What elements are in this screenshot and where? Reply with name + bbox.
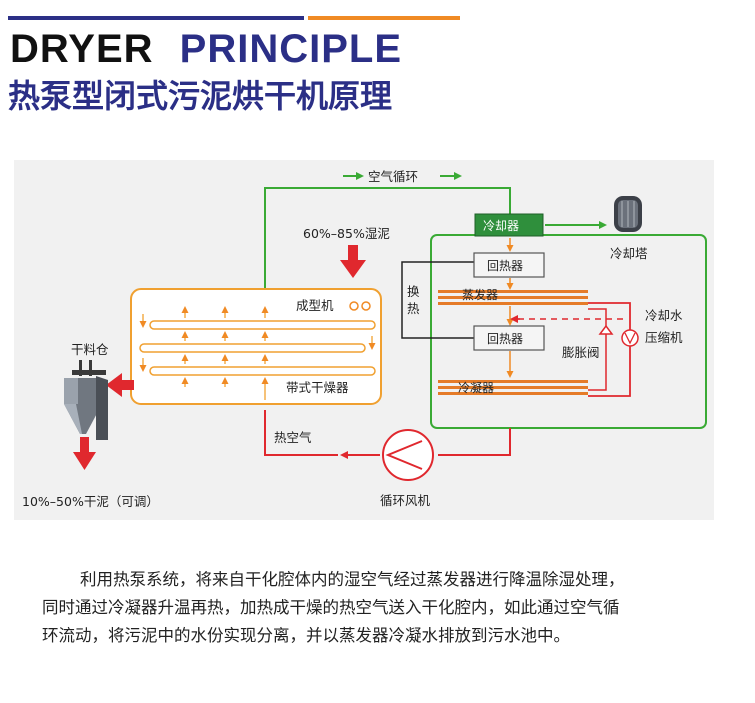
cooling-tower-label: 冷却塔 xyxy=(610,246,648,261)
evaporator-label: 蒸发器 xyxy=(462,287,498,302)
cooler-label: 冷却器 xyxy=(483,219,519,233)
hot-air-label: 热空气 xyxy=(274,430,312,445)
title-chinese: 热泵型闭式污泥烘干机原理 xyxy=(8,77,393,115)
circulation-fan-label: 循环风机 xyxy=(380,493,431,508)
expansion-valve-label: 膨胀阀 xyxy=(562,345,600,360)
description-line-1: 利用热泵系统，将来自干化腔体内的湿空气经过蒸发器进行降温除湿处理， xyxy=(80,570,625,589)
cooler-box xyxy=(474,213,544,237)
air-cycle-label: 空气循环 xyxy=(368,169,418,184)
compressor-label: 压缩机 xyxy=(645,330,683,345)
dry-sludge-label: 10%–50%干泥（可调） xyxy=(22,494,159,509)
description-line-2: 同时通过冷凝器升温再热，加热成干燥的热空气送入干化腔内，如此通过空气循 xyxy=(42,598,620,617)
air-cycle-loop-line xyxy=(264,187,511,292)
cooling-water-label: 冷却水 xyxy=(645,308,683,323)
refrigerant-inner-line xyxy=(588,308,607,391)
title-word-dryer: DRYER xyxy=(10,27,154,71)
heat-exchange-char-1: 换 xyxy=(407,284,420,299)
hot-air-loop-line xyxy=(438,428,511,456)
wet-sludge-arrow xyxy=(340,245,366,278)
dry-sludge-arrow xyxy=(73,437,96,470)
belt-dryer-label: 带式干燥器 xyxy=(286,380,349,395)
evaporator-coil xyxy=(438,290,588,305)
compressor-icon xyxy=(621,329,639,347)
forming-machine-label: 成型机 xyxy=(296,298,334,313)
reheater-top-label: 回热器 xyxy=(487,259,523,273)
belt-conveyors xyxy=(139,320,376,376)
dry-silo-icon xyxy=(64,360,108,440)
description: 利用热泵系统，将来自干化腔体内的湿空气经过蒸发器进行降温除湿处理， 同时通过冷凝… xyxy=(42,566,714,650)
condenser-label: 冷凝器 xyxy=(458,380,494,395)
dry-silo-label: 干料仓 xyxy=(71,342,109,357)
reheater-top-box xyxy=(473,252,545,278)
cooling-water-loop xyxy=(430,234,707,429)
condenser-coil xyxy=(438,380,588,395)
description-line-3: 环流动，将污泥中的水份实现分离，并以蒸发器冷凝水排放到污水池中。 xyxy=(42,626,570,645)
wet-sludge-label: 60%–85%湿泥 xyxy=(303,226,390,241)
title-english: DRYER PRINCIPLE xyxy=(10,26,402,72)
heat-exchange-line xyxy=(401,261,474,339)
heat-exchange-char-2: 热 xyxy=(407,301,420,316)
output-arrow-left xyxy=(106,373,134,397)
forming-rollers-icon xyxy=(349,301,371,311)
circulation-fan-icon xyxy=(382,429,434,481)
belt-up-arrows xyxy=(181,306,269,400)
header-bar-orange xyxy=(308,16,460,20)
expansion-valve-icon xyxy=(598,324,614,335)
header-bar-blue xyxy=(8,16,304,20)
reheater-mid-box xyxy=(473,325,545,351)
belt-side-arrows xyxy=(139,314,376,372)
cooling-tower-icon xyxy=(614,196,642,232)
title-word-principle: PRINCIPLE xyxy=(179,27,403,71)
reheater-mid-label: 回热器 xyxy=(487,332,523,346)
refrigerant-loop-line xyxy=(588,302,631,397)
